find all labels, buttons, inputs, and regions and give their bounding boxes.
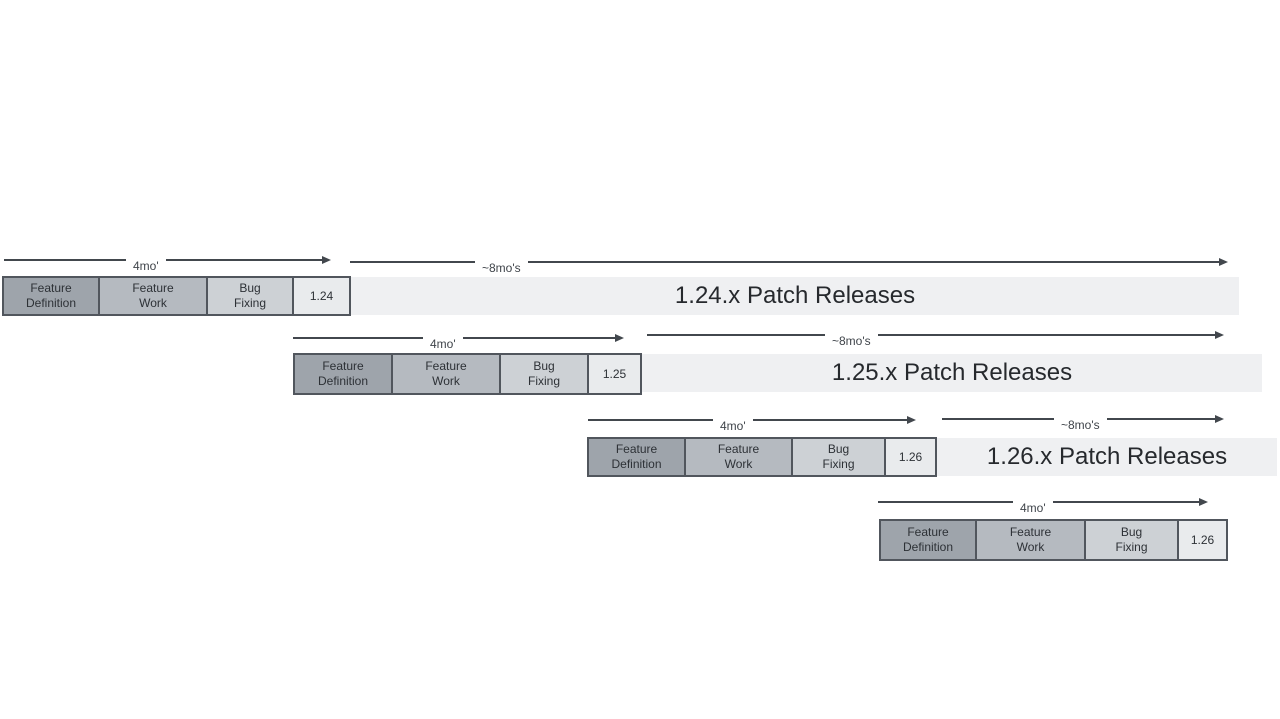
dev-duration-arrow: 4mo' bbox=[293, 331, 624, 350]
dev-duration-label: 4mo' bbox=[720, 419, 746, 433]
dev-duration-label: 4mo' bbox=[133, 259, 159, 273]
cycle-bar-1-25: Feature Definition Feature Work Bug Fixi… bbox=[293, 353, 642, 395]
arrowhead-icon bbox=[907, 416, 916, 424]
patch-releases-label: 1.25.x Patch Releases bbox=[831, 359, 1073, 386]
patch-releases-label: 1.24.x Patch Releases bbox=[674, 282, 916, 309]
patch-duration-arrow: ~8mo's bbox=[647, 328, 1224, 347]
patch-releases-bar-1-26: 1.26.x Patch Releases bbox=[937, 438, 1277, 476]
dev-duration-arrow: 4mo' bbox=[588, 413, 916, 432]
version-box: 1.24 bbox=[294, 278, 349, 314]
patch-releases-label: 1.26.x Patch Releases bbox=[986, 443, 1228, 470]
arrowhead-icon bbox=[322, 256, 331, 264]
feature-work-box: Feature Work bbox=[393, 355, 501, 393]
dev-duration-label: 4mo' bbox=[1020, 501, 1046, 515]
arrow-line bbox=[942, 418, 1054, 420]
patch-duration-label: ~8mo's bbox=[482, 261, 521, 275]
version-box: 1.26 bbox=[1179, 521, 1226, 559]
arrow-line bbox=[527, 261, 1219, 263]
dev-duration-arrow: 4mo' bbox=[878, 495, 1208, 514]
feature-definition-box: Feature Definition bbox=[4, 278, 100, 314]
feature-work-box: Feature Work bbox=[977, 521, 1086, 559]
cycle-bar-1-24: Feature Definition Feature Work Bug Fixi… bbox=[2, 276, 351, 316]
arrow-line bbox=[877, 334, 1215, 336]
bug-fixing-box: Bug Fixing bbox=[793, 439, 886, 475]
arrowhead-icon bbox=[1215, 415, 1224, 423]
arrow-line bbox=[4, 259, 126, 261]
feature-definition-box: Feature Definition bbox=[295, 355, 393, 393]
bug-fixing-box: Bug Fixing bbox=[1086, 521, 1179, 559]
arrow-line bbox=[350, 261, 475, 263]
bug-fixing-box: Bug Fixing bbox=[501, 355, 589, 393]
arrow-line bbox=[1052, 501, 1199, 503]
version-box: 1.25 bbox=[589, 355, 640, 393]
dev-duration-label: 4mo' bbox=[430, 337, 456, 351]
feature-definition-box: Feature Definition bbox=[589, 439, 686, 475]
bug-fixing-box: Bug Fixing bbox=[208, 278, 294, 314]
version-box: 1.26 bbox=[886, 439, 935, 475]
arrow-line bbox=[588, 419, 713, 421]
arrowhead-icon bbox=[1215, 331, 1224, 339]
arrow-line bbox=[293, 337, 423, 339]
patch-duration-label: ~8mo's bbox=[1061, 418, 1100, 432]
patch-duration-arrow: ~8mo's bbox=[350, 255, 1228, 274]
patch-releases-bar-1-25: 1.25.x Patch Releases bbox=[642, 354, 1262, 392]
arrow-line bbox=[165, 259, 322, 261]
cycle-bar-1-26: Feature Definition Feature Work Bug Fixi… bbox=[587, 437, 937, 477]
patch-duration-label: ~8mo's bbox=[832, 334, 871, 348]
arrowhead-icon bbox=[615, 334, 624, 342]
dev-duration-arrow: 4mo' bbox=[4, 253, 331, 272]
arrow-line bbox=[647, 334, 825, 336]
feature-work-box: Feature Work bbox=[100, 278, 208, 314]
patch-releases-bar-1-24: 1.24.x Patch Releases bbox=[351, 277, 1239, 315]
arrow-line bbox=[1106, 418, 1215, 420]
arrowhead-icon bbox=[1199, 498, 1208, 506]
arrow-line bbox=[878, 501, 1013, 503]
cycle-bar-next: Feature Definition Feature Work Bug Fixi… bbox=[879, 519, 1228, 561]
patch-duration-arrow: ~8mo's bbox=[942, 412, 1224, 431]
arrow-line bbox=[462, 337, 615, 339]
arrowhead-icon bbox=[1219, 258, 1228, 266]
feature-definition-box: Feature Definition bbox=[881, 521, 977, 559]
arrow-line bbox=[752, 419, 907, 421]
feature-work-box: Feature Work bbox=[686, 439, 793, 475]
